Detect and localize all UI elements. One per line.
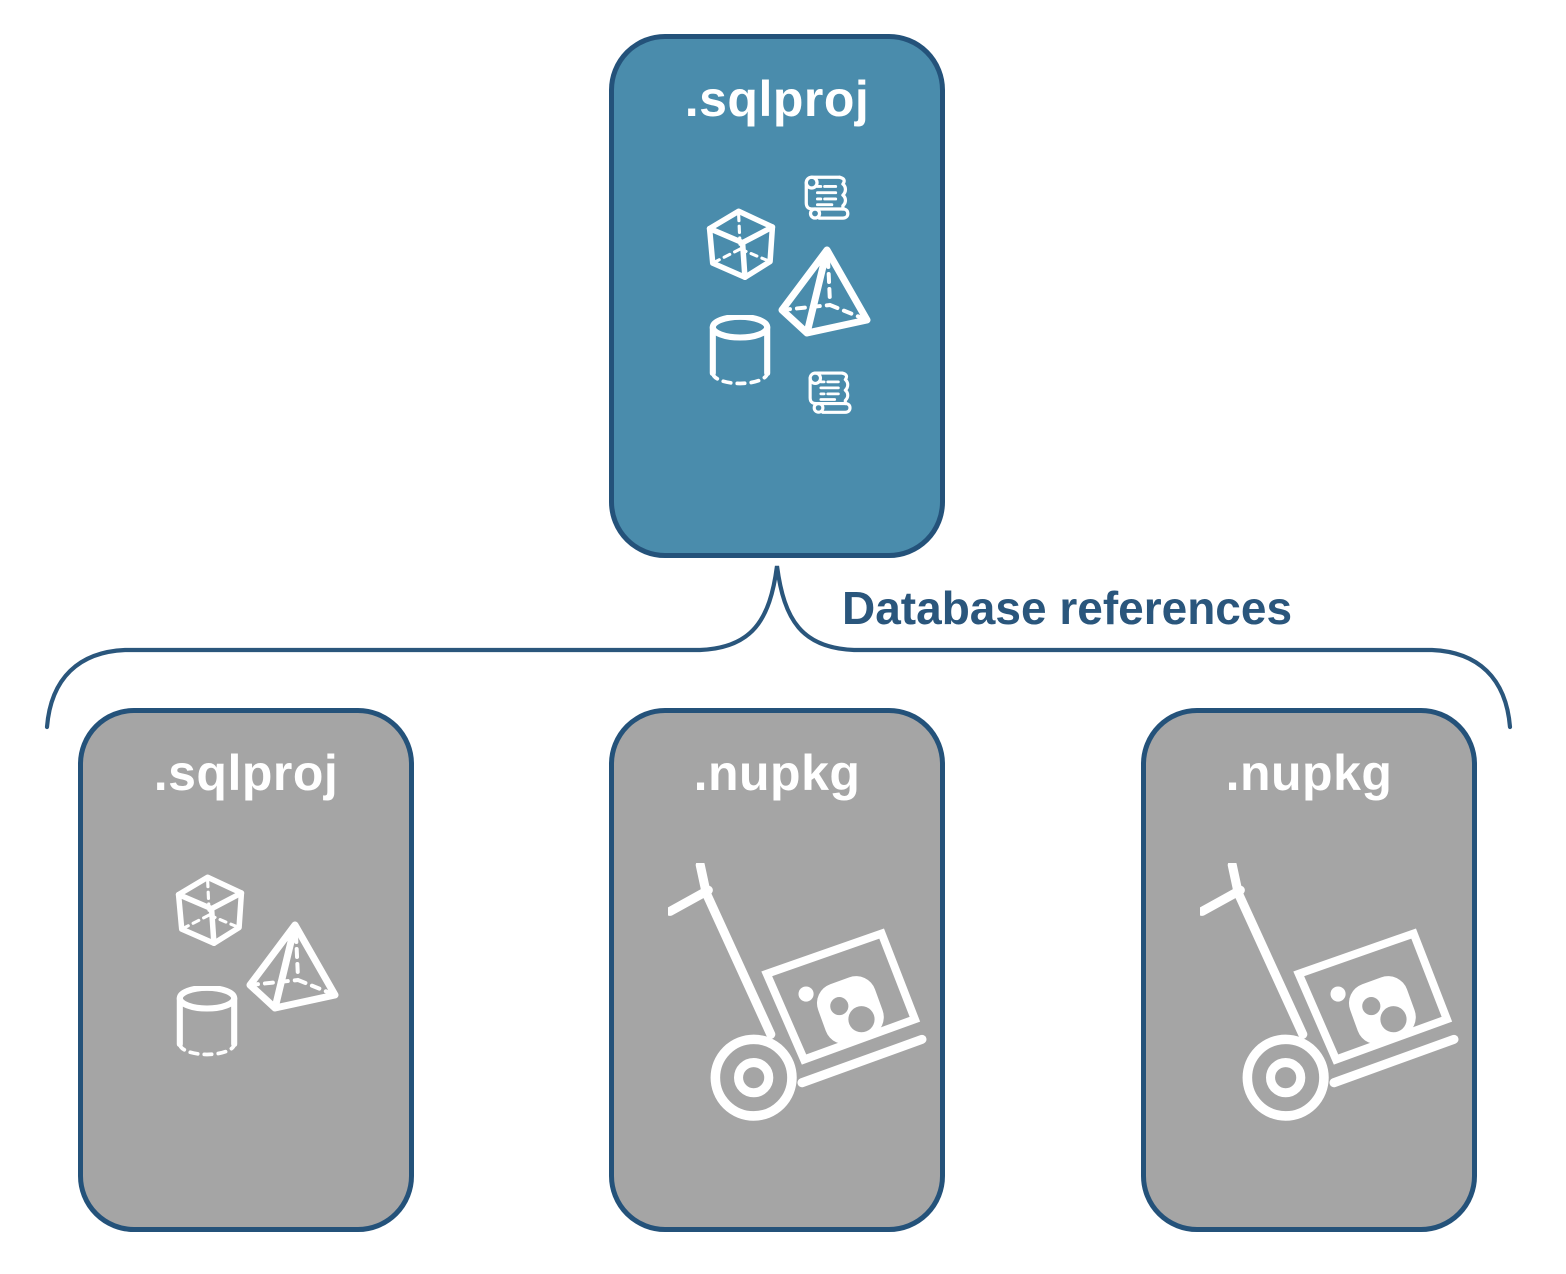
pyramid-icon: [777, 245, 877, 337]
node-title: .sqlproj: [684, 71, 870, 127]
node-root-sqlproj: .sqlproj: [609, 34, 945, 558]
cube-icon: [700, 205, 782, 282]
node-child-sqlproj: .sqlproj: [78, 708, 414, 1232]
node-title: .nupkg: [693, 745, 861, 801]
database-cylinder-icon: [708, 315, 772, 390]
hand-truck-package-icon: [1200, 863, 1462, 1121]
cube-icon: [169, 871, 251, 948]
database-cylinder-icon: [175, 986, 239, 1061]
hand-truck-package-icon: [668, 863, 930, 1121]
node-title: .nupkg: [1225, 745, 1393, 801]
pyramid-icon: [245, 920, 345, 1012]
script-scroll-icon: [808, 371, 852, 414]
node-child-nupkg-1: .nupkg: [609, 708, 945, 1232]
node-child-nupkg-2: .nupkg: [1141, 708, 1477, 1232]
node-title: .sqlproj: [153, 745, 339, 801]
script-scroll-icon: [804, 175, 850, 220]
connector-label: Database references: [842, 582, 1293, 634]
